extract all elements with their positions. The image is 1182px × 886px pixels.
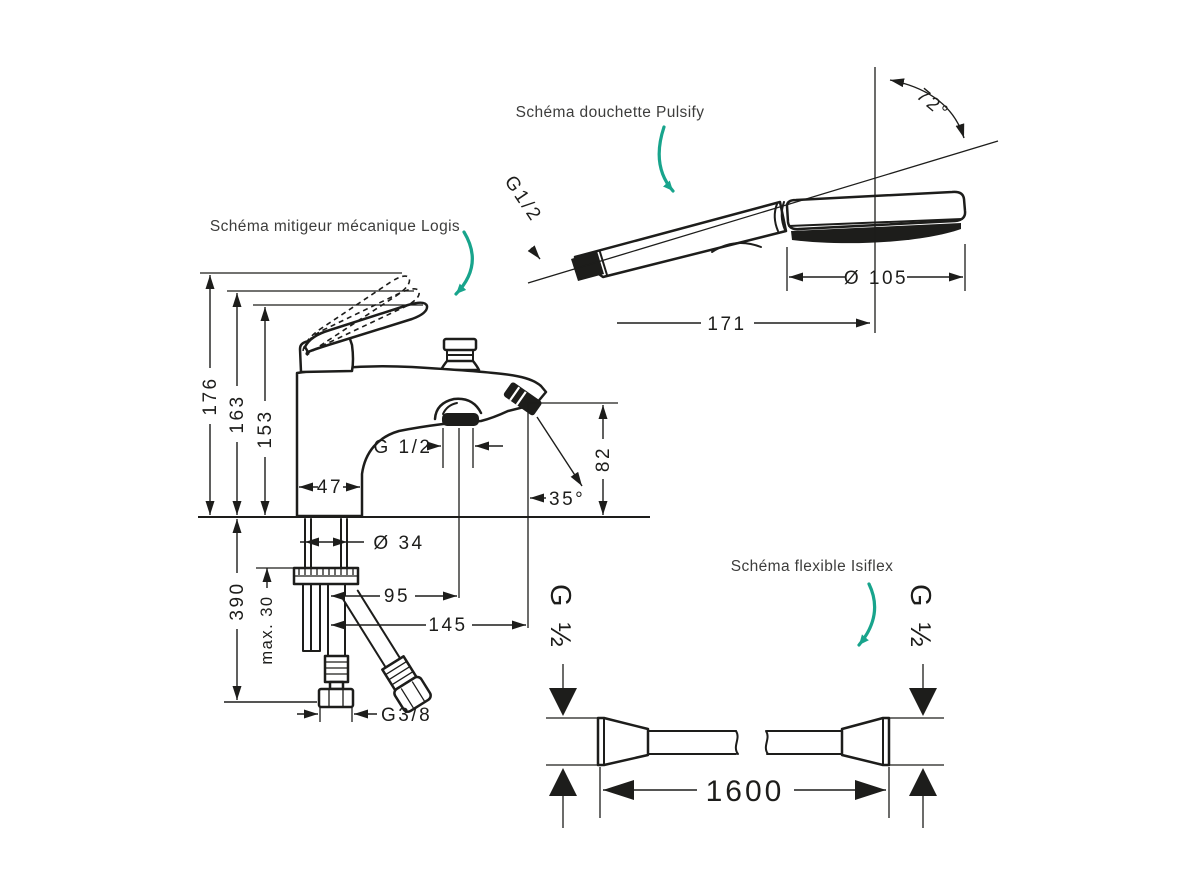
mixer-dim-82: 82 [593,446,614,472]
hose-title: Schéma flexible Isiflex [731,558,894,575]
hose-thread-right: G ½ [904,584,936,651]
shower-diameter-label: Ø 105 [844,268,908,289]
mixer-pointer-arrow [454,230,474,296]
mixer-dim-163: 163 [227,394,248,433]
mixer-aerator [442,413,479,426]
mixer-diverter-knob [439,337,481,372]
mixer-handle-ghost-mid [302,288,420,355]
shower-pointer-arrow [657,125,675,193]
mixer-supply-nut [317,687,355,709]
hose-left-fitting [596,716,650,767]
shower-length-label: 171 [707,314,746,335]
shower-handle-tip [571,251,604,281]
shower-dimensions [527,67,999,333]
mixer-dim-dia34: Ø 34 [373,533,424,554]
mixer-drawing [198,275,650,713]
mixer-dim-95: 95 [384,586,410,607]
mixer-title: Schéma mitigeur mécanique Logis [210,218,460,235]
mixer-spout-thread: G 1/2 [374,437,433,458]
mixer-dim-35deg: 35° [549,489,585,510]
mixer-dim-176: 176 [200,376,221,415]
mixer-underdeck [292,518,432,713]
mixer-dim-max30: max. 30 [258,595,276,664]
mixer-handle [303,301,429,354]
mixer-dim-145: 145 [428,615,467,636]
shower-thread-label: G1/2 [500,172,546,226]
mixer-dim-390: 390 [227,581,248,620]
mixer-dim-47: 47 [317,477,343,498]
mixer-angled-hose [342,588,432,713]
shower-title: Schéma douchette Pulsify [516,104,705,121]
shower-handle [573,200,788,279]
hose-right-fitting [840,716,891,767]
mixer-dim-153: 153 [255,409,276,448]
hose-thread-left: G ½ [544,584,576,651]
shower-angle-label: 72° [912,85,953,124]
hose-dim-1600: 1600 [706,775,785,808]
hose-pointer-arrow [857,582,877,647]
shower-spray-face [791,223,961,244]
mixer-supply-thread: G3/8 [381,705,432,726]
hose-drawing [596,716,891,767]
hose-dimensions [546,582,944,828]
mixer-handle-ghost-high [302,275,411,356]
shower-head-body [785,190,967,231]
mixer-body [295,365,548,518]
mixer-shower-port [503,382,542,416]
